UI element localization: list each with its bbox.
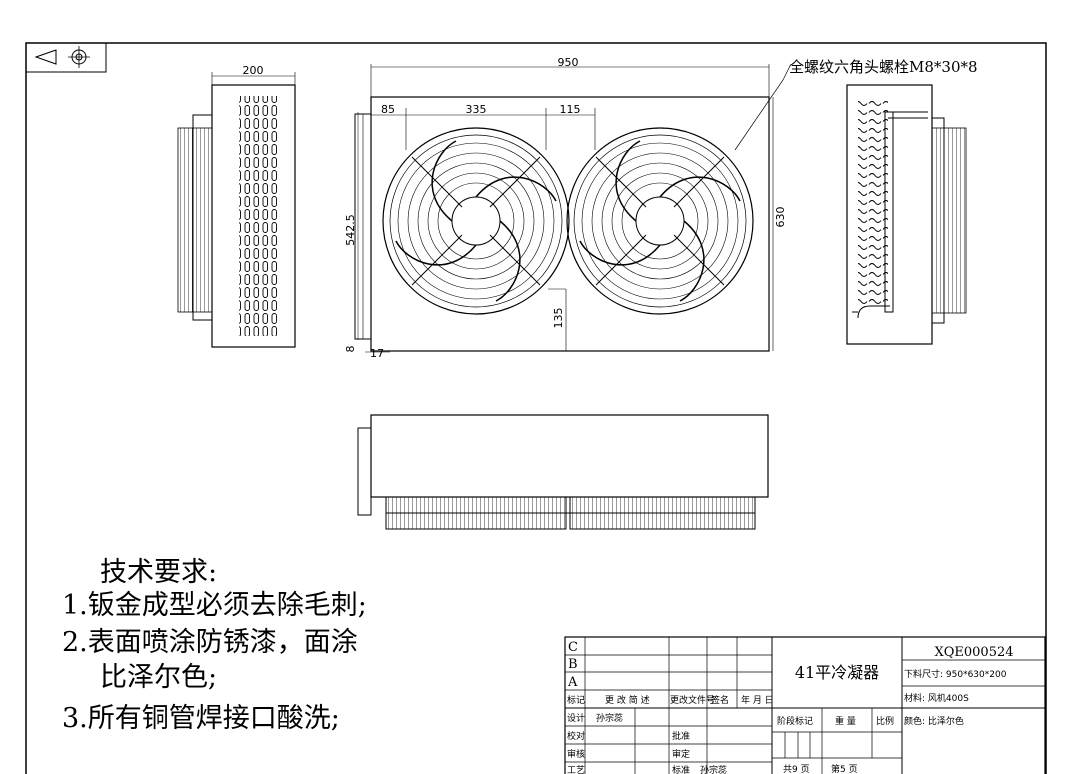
front-view: 950 85 335 115 630 542.5 135 8 17 bbox=[344, 56, 978, 360]
dim-foot-height: 8 bbox=[344, 346, 357, 353]
label-change-area: 更 改 简 述 bbox=[605, 694, 650, 706]
label-review: 审核 bbox=[567, 748, 585, 760]
requirement-2a: 2.表面喷涂防锈漆，面涂 bbox=[62, 627, 358, 658]
label-proofread: 校对 bbox=[567, 730, 585, 742]
projection-symbol bbox=[25, 42, 107, 73]
value-standard-name: 孙宗蕊 bbox=[700, 764, 727, 774]
rev-c: C bbox=[568, 640, 578, 655]
fan-right bbox=[566, 127, 754, 315]
label-design: 设计 bbox=[567, 712, 585, 724]
dim-fan-spacing: 335 bbox=[466, 103, 487, 116]
requirement-2b: 比泽尔色; bbox=[100, 662, 218, 693]
label-process: 工艺 bbox=[567, 765, 585, 774]
left-side-view: 200 bbox=[177, 64, 296, 348]
rev-b: B bbox=[568, 657, 578, 672]
label-scale: 比例 bbox=[876, 715, 894, 727]
drawing-number: XQE000524 bbox=[934, 645, 1013, 660]
requirement-3: 3.所有铜管焊接口酸洗; bbox=[62, 703, 340, 734]
dim-left-offset: 85 bbox=[381, 103, 395, 116]
label-date: 年 月 日 bbox=[741, 694, 774, 706]
value-designer: 孙宗蕊 bbox=[596, 712, 623, 724]
dim-height: 542.5 bbox=[344, 214, 357, 246]
material: 材料: 风机400S bbox=[904, 692, 969, 704]
label-audit: 审定 bbox=[672, 748, 690, 760]
sheet-number: 第5 页 bbox=[831, 763, 858, 774]
label-standard: 标准 bbox=[672, 764, 690, 774]
label-mark: 标记 bbox=[567, 694, 585, 706]
label-weight: 重 量 bbox=[835, 715, 856, 727]
cut-size: 下料尺寸: 950*630*200 bbox=[904, 668, 1007, 680]
dim-side-width: 200 bbox=[243, 64, 264, 77]
right-side-view bbox=[846, 84, 967, 345]
dim-bottom-offset: 135 bbox=[552, 308, 565, 329]
label-approve: 批准 bbox=[672, 730, 690, 742]
bolt-callout: 全螺纹六角头螺栓M8*30*8 bbox=[789, 58, 978, 76]
drawing-frame bbox=[25, 42, 1047, 774]
dim-overall-width: 950 bbox=[558, 56, 579, 69]
label-stage-mark: 阶段标记 bbox=[777, 715, 813, 727]
title-block: C B A 标记 更 改 简 述 更改文件号 签名 年 月 日 设计 孙宗蕊 校… bbox=[564, 636, 1046, 774]
fan-left bbox=[382, 127, 570, 315]
dim-foot-width: 17 bbox=[370, 347, 384, 360]
color: 颜色: 比泽尔色 bbox=[904, 715, 964, 727]
top-view bbox=[357, 414, 769, 530]
dim-total-height: 630 bbox=[774, 207, 787, 228]
rev-a: A bbox=[567, 675, 578, 690]
label-signature: 签名 bbox=[711, 694, 729, 706]
label-change-doc: 更改文件号 bbox=[670, 694, 715, 706]
requirements-title: 技术要求: bbox=[100, 557, 218, 588]
sheets-total: 共9 页 bbox=[783, 764, 810, 774]
product-name: 41平冷凝器 bbox=[795, 663, 879, 682]
dim-right-offset: 115 bbox=[560, 103, 581, 116]
requirement-1: 1.钣金成型必须去除毛刺; bbox=[62, 590, 367, 621]
